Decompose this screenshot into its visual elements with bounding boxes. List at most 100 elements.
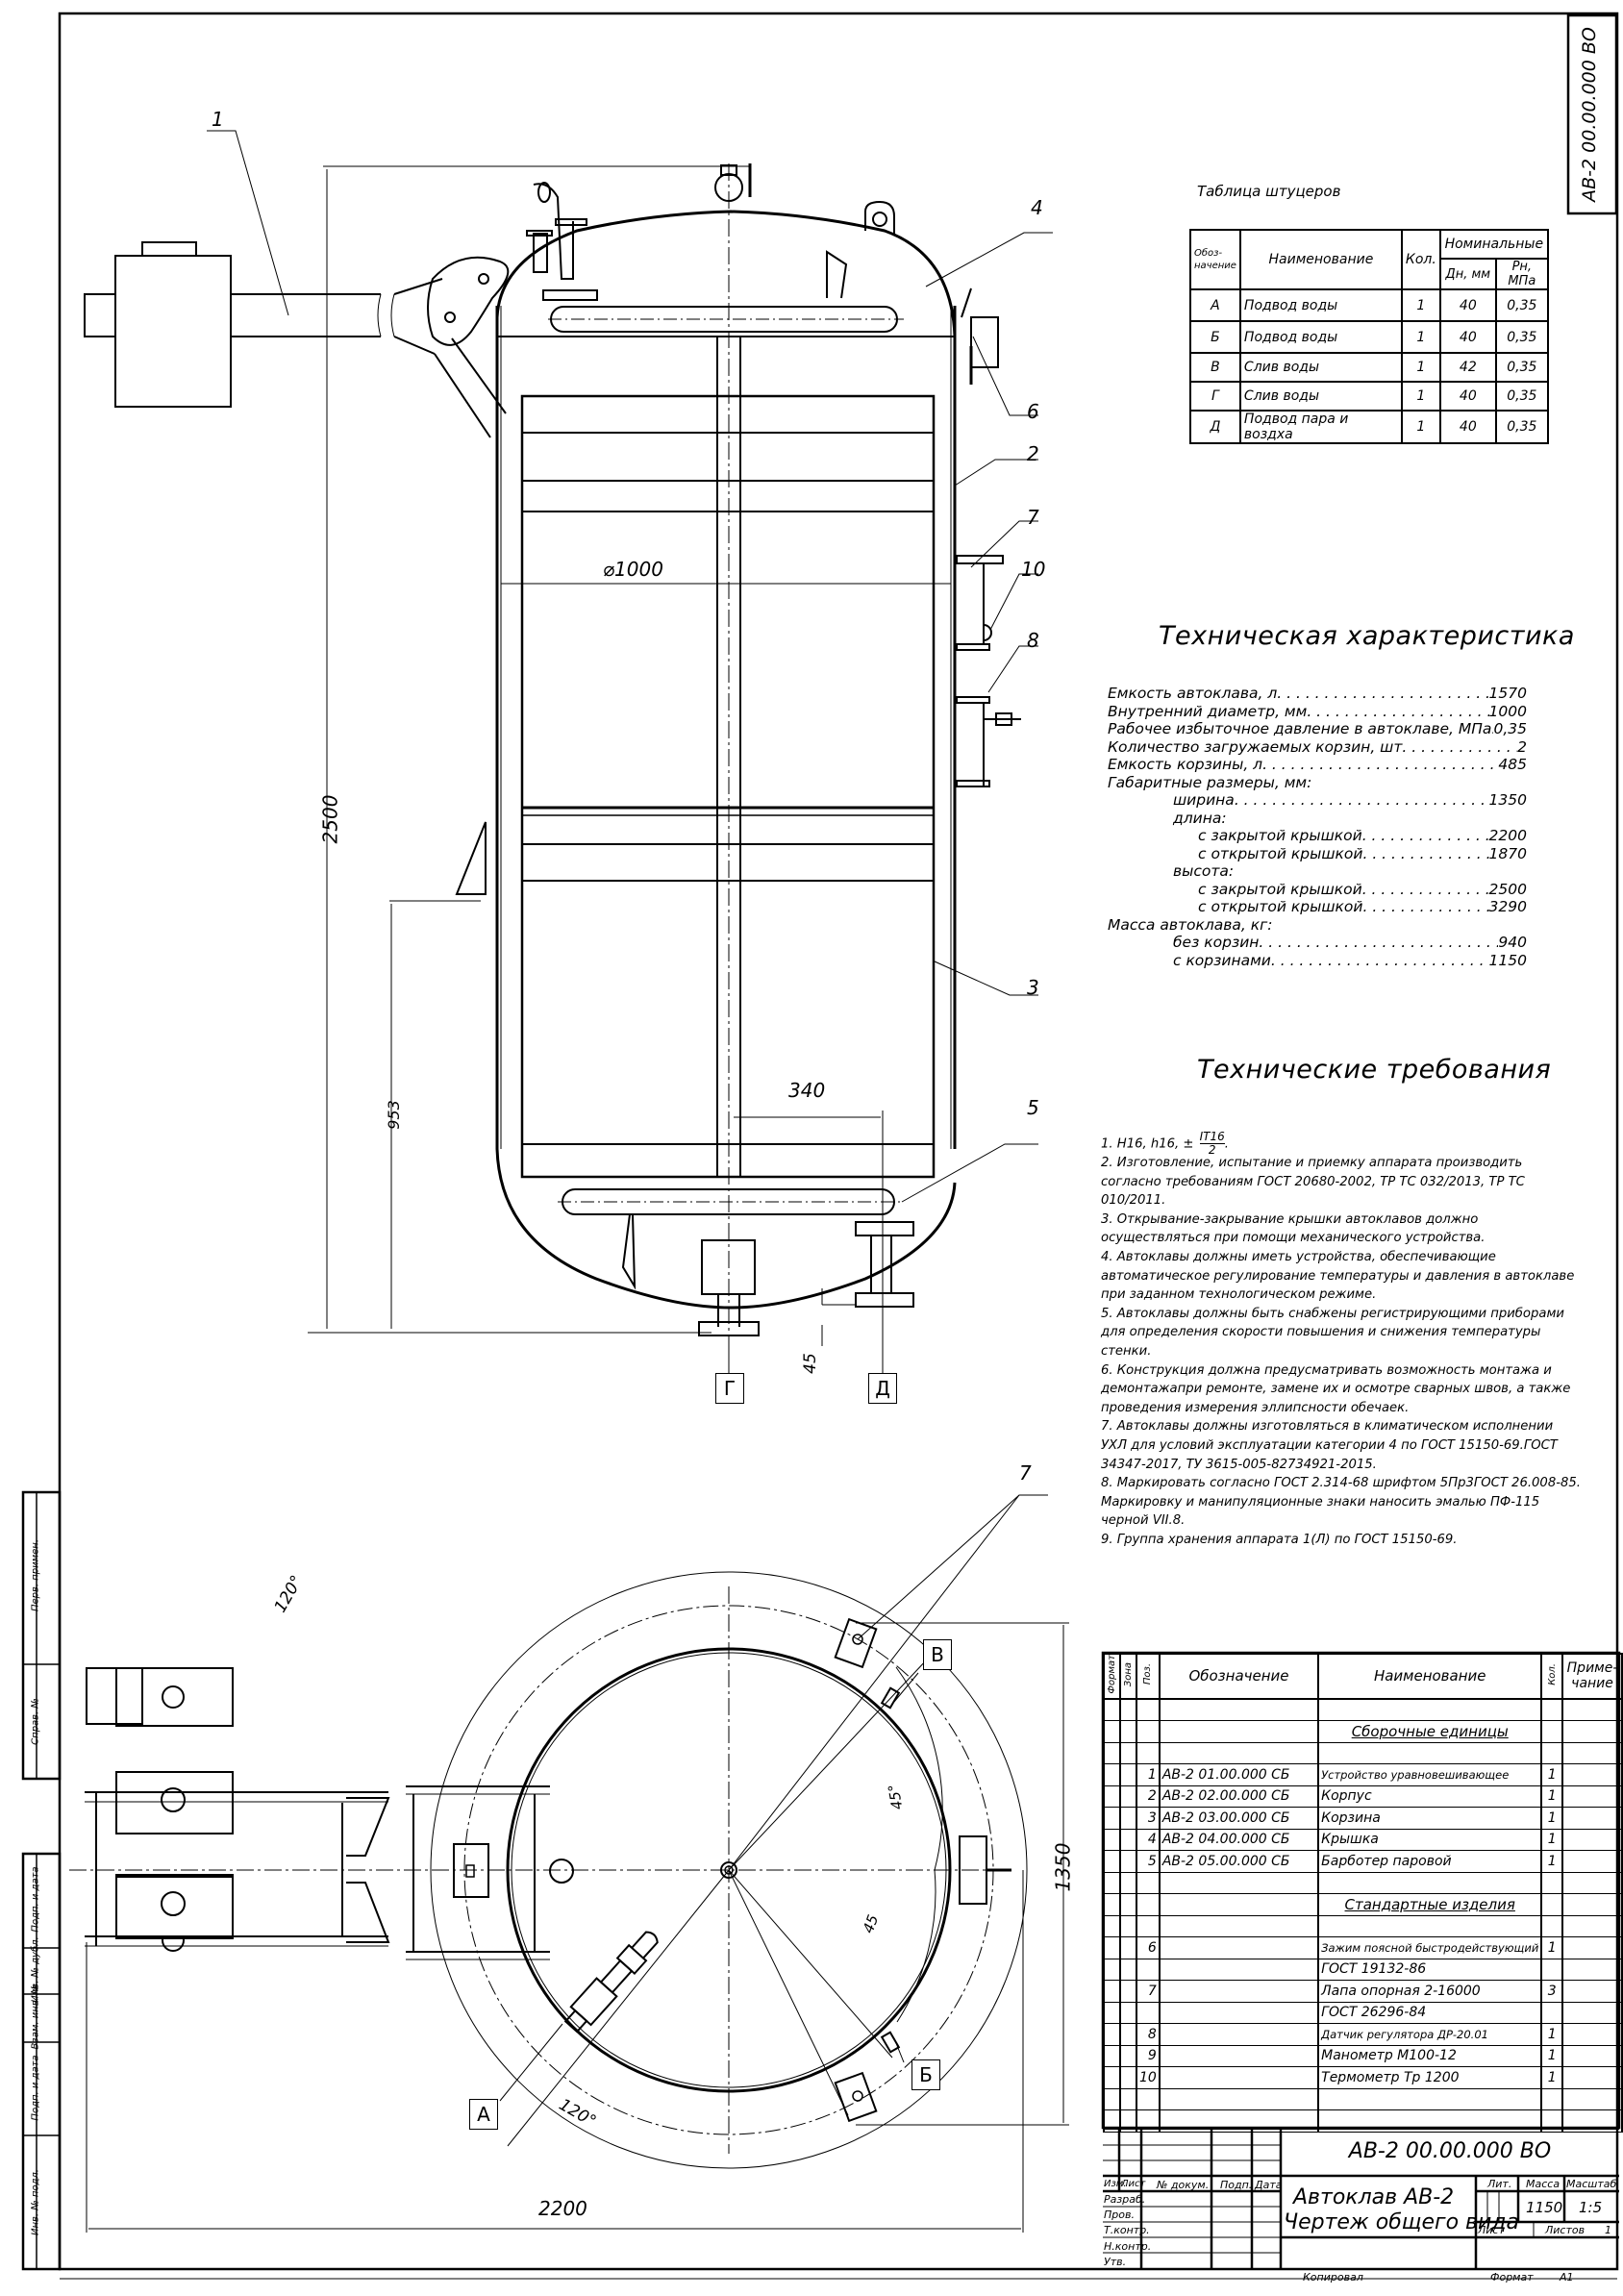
spec-hdr-note: Приме- чание [1561,1653,1623,1700]
leader-dots [1235,791,1489,810]
spec-designation [1158,1893,1320,1916]
specification-table: Формат Зона Поз. Обозначение Наименовани… [1103,1653,1623,2133]
spec-designation: АВ-2 02.00.000 СБ [1158,1785,1320,1809]
spec-name: Крышка [1317,1829,1543,1852]
spec-format [1103,1980,1121,2003]
spec-format [1103,2109,1121,2133]
side-label-ref-no: Справ. № [30,1698,41,1745]
tech-char-value: 2 [1517,737,1527,756]
spec-zone [1119,1959,1137,1982]
leader-dots [1362,827,1489,845]
title-block: Изм. Лист № докум. Подп. Дата Разраб. Пр… [1103,2128,1619,2270]
spec-hdr-name: Наименование [1317,1653,1543,1700]
tech-char-value: 0,35 [1493,720,1527,737]
spec-qty [1540,1872,1564,1895]
spec-format [1103,1872,1121,1895]
stamp-role-ncontrol: Н.контр. [1104,2240,1152,2253]
spec-row: Стандартные изделия [1103,1893,1623,1916]
spec-name [1317,1698,1543,1722]
spec-designation [1158,1698,1320,1722]
tech-char-row: Емкость корзины, л485 [1108,756,1527,774]
spec-zone [1119,1829,1137,1852]
spec-hdr-pos: Поз. [1136,1653,1161,1700]
spec-qty [1540,1915,1564,1938]
spec-note [1561,1936,1623,1959]
spec-note [1561,2066,1623,2089]
leader-dots [1262,756,1498,774]
spec-hdr-qty: Кол. [1540,1653,1564,1700]
spec-designation [1158,1720,1320,1743]
nozzle-dn: 42 [1438,352,1497,383]
spec-qty: 1 [1540,1936,1564,1959]
nozzle-row: Г Слив воды 1 40 0,35 [1189,381,1549,412]
tech-char-label: Количество загружаемых корзин, шт [1108,737,1403,756]
spec-note [1561,1698,1623,1722]
stamp-title-line1: Автоклав АВ-2 [1293,2185,1455,2209]
stamp-sheet-label: Лист [1478,2224,1505,2236]
stamp-scale-label: Масштаб [1566,2178,1617,2190]
nozzle-hdr-qty: Кол. [1400,229,1441,290]
tech-char-label: Емкость корзины, л [1108,756,1263,773]
tech-char-row: длина: [1108,810,1527,828]
spec-name: Барботер паровой [1317,1850,1543,1873]
leader-8: 8 [1027,629,1039,652]
nozzle-name: Подвод воды [1238,320,1403,354]
spec-name: Датчик регулятора ДР-20.01 [1317,2023,1543,2046]
nozzle-table-title: Таблица штуцеров [1197,183,1341,200]
spec-designation: АВ-2 03.00.000 СБ [1158,1807,1320,1830]
nozzle-dn: 40 [1438,288,1497,322]
stamp-mass-value: 1150 [1526,2199,1563,2216]
spec-zone [1119,2023,1137,2046]
tech-char-value: 940 [1498,934,1527,951]
requirement-item: 2. Изготовление, испытание и приемку апп… [1101,1156,1525,1209]
tech-char-value: 1870 [1488,844,1527,862]
leader-dots [1271,952,1489,970]
spec-note [1561,2109,1623,2133]
leader-dots [1402,738,1517,757]
nozzle-qty: 1 [1400,352,1441,383]
nozzle-table: Обоз- начение Наименование Кол. Номиналь… [1189,229,1549,444]
stamp-col-list: Лист [1121,2179,1146,2189]
spec-pos: 3 [1136,1807,1161,1830]
spec-zone [1119,2002,1137,2025]
spec-zone [1119,1698,1137,1722]
requirement-item: 8. Маркировать согласно ГОСТ 2.314-68 шр… [1101,1476,1581,1529]
spec-pos [1136,1698,1161,1722]
spec-note [1561,1915,1623,1938]
spec-qty [1540,2002,1564,2025]
spec-note [1561,1829,1623,1852]
nozzle-row: Б Подвод воды 1 40 0,35 [1189,320,1549,354]
spec-format [1103,2066,1121,2089]
leader-1: 1 [212,108,224,131]
spec-row [1103,1872,1623,1895]
spec-qty: 1 [1540,1807,1564,1830]
spec-name [1317,1872,1543,1895]
spec-zone [1119,2088,1137,2111]
spec-format [1103,1936,1121,1959]
stamp-document-code: АВ-2 00.00.000 ВО [1348,2139,1552,2163]
tech-char-label: Масса автоклава, кг: [1108,915,1273,934]
tech-char-value: 1150 [1488,951,1527,969]
tech-char-value: 1570 [1488,685,1527,702]
tech-char-value: 3290 [1488,898,1527,915]
spec-note [1561,2002,1623,2025]
spec-designation [1158,1936,1320,1959]
leader-dots [1362,845,1488,863]
spec-row [1103,2088,1623,2111]
stamp-sheets-value: 1 [1605,2224,1611,2236]
tech-char-label: ширина [1173,791,1235,809]
spec-format [1103,1763,1121,1786]
spec-name: ГОСТ 26296-84 [1317,2002,1543,2025]
nozzle-mark-a: А [469,2099,498,2130]
tech-char-label: высота: [1173,862,1235,880]
spec-format [1103,1720,1121,1743]
spec-qty [1540,2088,1564,2111]
tech-char-row: Внутренний диаметр, мм1000 [1108,703,1527,721]
nozzle-qty: 1 [1400,410,1441,444]
